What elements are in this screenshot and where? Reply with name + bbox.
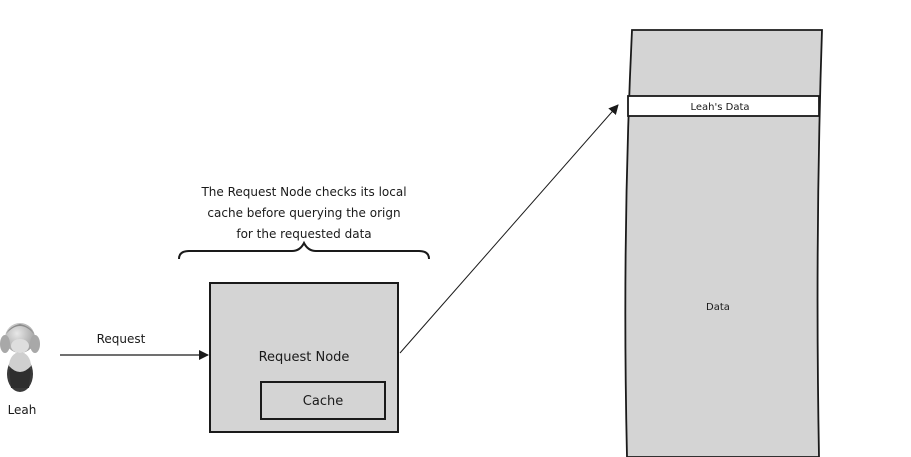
annotation-brace — [178, 240, 430, 260]
actor-name: Leah — [8, 403, 37, 417]
cache-box — [260, 381, 386, 420]
query-arrow — [399, 104, 619, 354]
data-store-label: Data — [706, 302, 730, 313]
request-label: Request — [97, 332, 146, 346]
data-store-column — [624, 29, 823, 457]
leah-data-record — [627, 95, 820, 117]
user-figure-icon — [0, 323, 40, 392]
annotation-text: The Request Node checks its local cache … — [200, 185, 406, 241]
annotation-line: cache before querying the orign — [207, 206, 400, 220]
leah-data-label: Leah's Data — [690, 102, 749, 113]
request-node-label: Request Node — [259, 350, 350, 365]
cache-label: Cache — [303, 394, 343, 409]
annotation-line: for the requested data — [236, 227, 371, 241]
annotation-line: The Request Node checks its local — [200, 185, 406, 199]
